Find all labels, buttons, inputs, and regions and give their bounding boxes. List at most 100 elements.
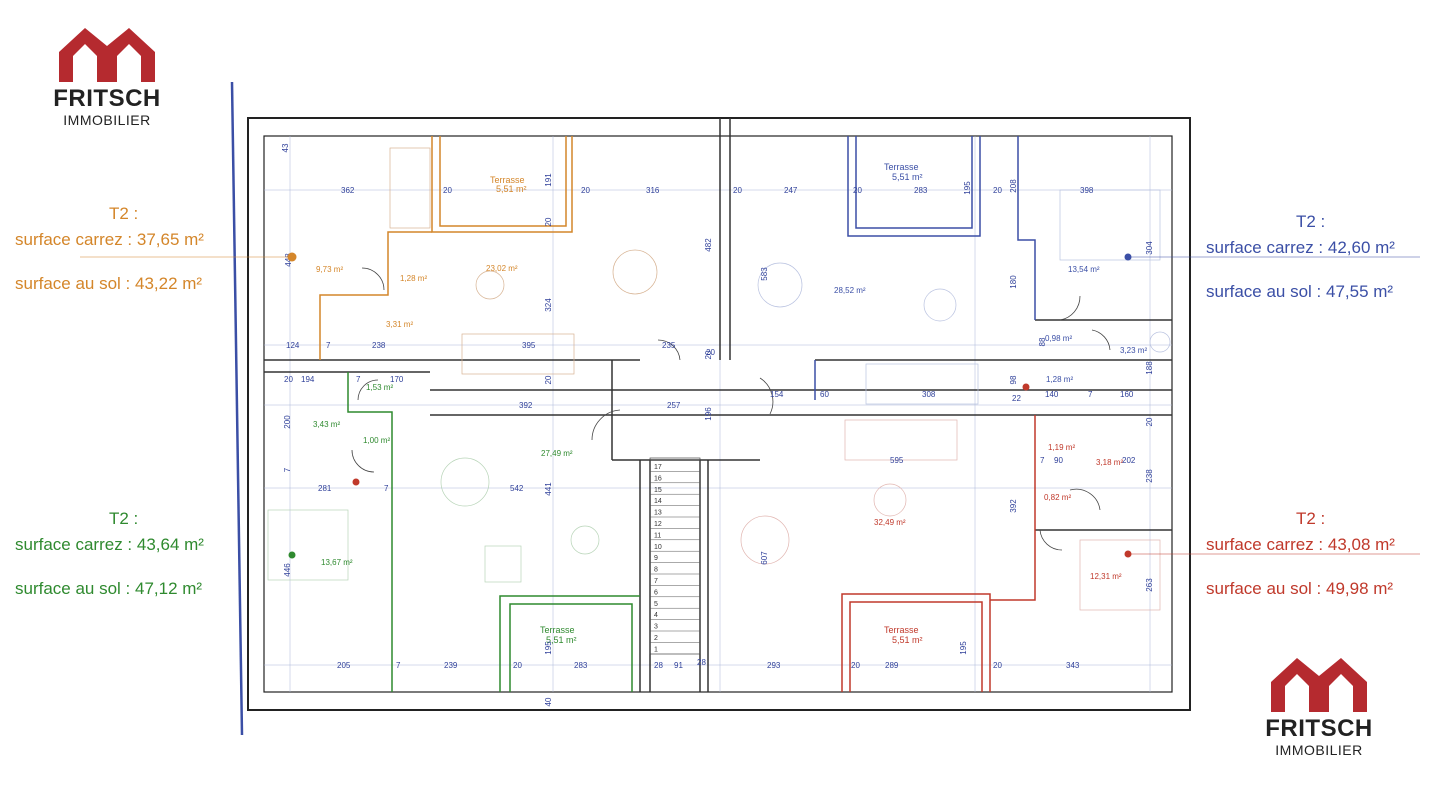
room-area: 32,49 m² <box>874 518 906 527</box>
dimension: 542 <box>510 484 524 493</box>
unit-outline-top-right <box>814 136 1036 400</box>
rooms-bottom-right: 32,49 m² 1,19 m² 3,18 m² 0,82 m² 12,31 m… <box>874 443 1123 581</box>
dimension-vertical: 7 <box>283 467 292 472</box>
dimension: 7 <box>1040 456 1045 465</box>
dimension-mid-row-left: 124 7 238 395 235 20 <box>286 341 715 357</box>
room-area: 1,00 m² <box>363 436 390 445</box>
unit-carrez: surface carrez : 42,60 m² <box>1206 238 1395 257</box>
dimension: 124 <box>286 341 300 350</box>
dimension-vertical: 195 <box>959 641 968 655</box>
dimension-vertical: 304 <box>1145 241 1154 255</box>
room-area: 3,23 m² <box>1120 346 1147 355</box>
dimension: 7 <box>396 661 401 670</box>
dimension: 170 <box>390 375 404 384</box>
terrasse-label: Terrasse <box>884 625 919 635</box>
dimension: 20 <box>706 348 715 357</box>
room-area: 9,73 m² <box>316 265 343 274</box>
dimension-vertical: 195 <box>963 181 972 195</box>
unit-marker-bottom-left <box>288 478 360 559</box>
unit-sol: surface au sol : 43,22 m² <box>15 274 203 293</box>
dimension: 20 <box>993 186 1002 195</box>
dimension: 60 <box>820 390 829 399</box>
marker-dot <box>1124 253 1132 261</box>
dimension-bottom-row: 205 7 239 20 283 28 91 28 293 20 289 20 … <box>337 658 1080 670</box>
outer-walls <box>247 117 1191 711</box>
dimension-vertical: 441 <box>544 482 553 496</box>
dimension: 238 <box>372 341 386 350</box>
dimension-vertical: 195 <box>544 641 553 655</box>
unit-type: T2 : <box>109 204 139 223</box>
unit-label-top-right: T2 : surface carrez : 42,60 m² surface a… <box>1206 211 1426 303</box>
dimension: 308 <box>922 390 936 399</box>
logo-top: FRITSCH IMMOBILIER <box>52 22 162 128</box>
dimension: 257 <box>667 401 681 410</box>
dimension-vertical: 196 <box>704 407 713 421</box>
room-area: 12,31 m² <box>1090 572 1122 581</box>
dimension: 281 <box>318 484 332 493</box>
rooms-top-right: 28,52 m² 13,54 m² 0,98 m² 3,23 m² 1,28 m… <box>834 265 1147 384</box>
dimension: 398 <box>1080 186 1094 195</box>
dimension: 194 <box>301 375 315 384</box>
stair-step-number: 8 <box>654 567 658 574</box>
stair-step-number: 3 <box>654 624 658 631</box>
stair-step-number: 14 <box>654 498 662 505</box>
stair-step-number: 6 <box>654 589 658 596</box>
furniture <box>267 457 600 583</box>
unit-carrez: surface carrez : 37,65 m² <box>15 230 204 249</box>
unit-marker-top-right <box>1124 253 1420 261</box>
dimension: 20 <box>851 661 860 670</box>
unit-sol: surface au sol : 47,55 m² <box>1206 282 1394 301</box>
dimension-vertical: 446 <box>283 563 292 577</box>
dimension: 20 <box>993 661 1002 670</box>
dimension: 154 <box>770 390 784 399</box>
terrasse-area: 5,51 m² <box>892 635 923 645</box>
room-area: 1,53 m² <box>366 383 393 392</box>
dimension: 235 <box>662 341 676 350</box>
dimension: 140 <box>1045 390 1059 399</box>
room-area: 0,98 m² <box>1045 334 1072 343</box>
dimension-lower-row: 281 7 542 595 7 90 202 <box>318 456 1136 493</box>
dimension-vertical: 208 <box>1009 179 1018 193</box>
unit-outline-bottom-left <box>347 372 640 692</box>
dimension: 22 <box>1012 394 1021 403</box>
unit-label-bottom-left: T2 : surface carrez : 43,64 m² surface a… <box>15 508 240 600</box>
rooms-bottom-left: 1,53 m² 3,43 m² 1,00 m² 27,49 m² 13,67 m… <box>313 383 573 567</box>
logo-name: FRITSCH <box>53 85 161 112</box>
unit-sol: surface au sol : 47,12 m² <box>15 579 203 598</box>
terrasse-label: Terrasse <box>490 175 525 185</box>
dimension: 7 <box>384 484 389 493</box>
marker-dot <box>287 252 297 262</box>
room-area: 23,02 m² <box>486 264 518 273</box>
logo-bottom: FRITSCH IMMOBILIER <box>1264 652 1374 758</box>
unit-sol: surface au sol : 49,98 m² <box>1206 579 1394 598</box>
dimension: 362 <box>341 186 355 195</box>
stair-step-number: 2 <box>654 635 658 642</box>
dimension: 20 <box>853 186 862 195</box>
dimension: 316 <box>646 186 660 195</box>
unit-marker-top-left <box>80 252 297 262</box>
unit-carrez: surface carrez : 43,08 m² <box>1206 535 1395 554</box>
dimension: 20 <box>733 186 742 195</box>
rooms-top-left: 9,73 m² 1,28 m² 23,02 m² 3,31 m² <box>316 264 518 329</box>
dimension-vertical: 98 <box>1009 375 1018 384</box>
dimension: 20 <box>284 375 293 384</box>
dimension-vertical: 20 <box>1145 417 1154 426</box>
dimension: 20 <box>513 661 522 670</box>
unit-outline-bottom-right <box>841 415 1036 692</box>
dimension: 293 <box>767 661 781 670</box>
stair-step-number: 12 <box>654 521 662 528</box>
dimension: 160 <box>1120 390 1134 399</box>
stair-step-number: 5 <box>654 601 658 608</box>
house-logo-icon <box>1271 658 1367 712</box>
staircase <box>649 457 701 655</box>
dimension-vertical: 263 <box>1145 578 1154 592</box>
stair-step-number: 1 <box>654 646 658 653</box>
room-area: 1,28 m² <box>400 274 427 283</box>
unit-marker-bottom-right <box>1022 383 1420 558</box>
terrasse-bottom-left: Terrasse 5,51 m² <box>540 625 577 645</box>
terrasse-label: Terrasse <box>540 625 575 635</box>
dimension: 7 <box>1088 390 1093 399</box>
dimension: 247 <box>784 186 798 195</box>
room-area: 3,18 m² <box>1096 458 1123 467</box>
